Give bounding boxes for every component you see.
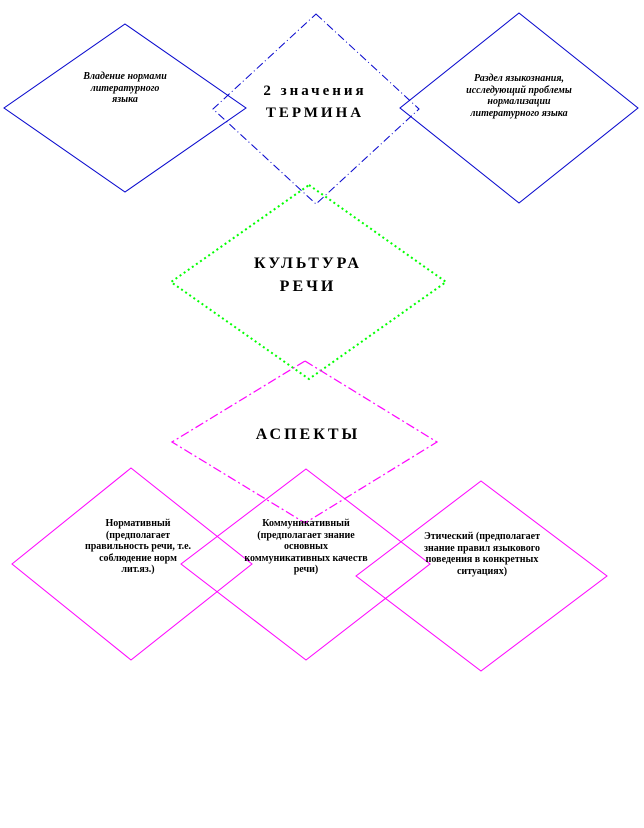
- linguistics-text: Раздел языкознания, исследующий проблемы…: [466, 73, 572, 119]
- norms-text: Владение нормами литературного языка: [83, 71, 167, 105]
- communicative-diamond: [180, 468, 431, 661]
- aspects-diamond: [170, 360, 439, 524]
- linguistics-diamond: [399, 12, 639, 204]
- ethical-diamond: [355, 480, 608, 672]
- communicative-text: Коммуникативный (предполагает знание осн…: [244, 518, 368, 575]
- speech-culture-line1: КУЛЬТУРА: [254, 255, 362, 272]
- terms-diamond: [212, 13, 420, 205]
- terms-title-line2: ТЕРМИНА: [265, 105, 365, 121]
- terms-title: 2 значения ТЕРМИНА: [230, 80, 400, 124]
- aspects-title: АСПЕКТЫ: [255, 426, 361, 443]
- normative-diamond: [11, 467, 253, 661]
- speech-culture-line2: РЕЧИ: [279, 278, 337, 295]
- speech-culture-title: КУЛЬТУРА РЕЧИ: [220, 252, 396, 298]
- norms-diamond: [3, 23, 247, 193]
- normative-text: Нормативный (предполагает правильность р…: [84, 518, 192, 575]
- terms-title-line1: 2 значения: [263, 83, 367, 99]
- speech-culture-diamond: [169, 183, 448, 381]
- ethical-text: Этический (предполагает знание правил яз…: [423, 531, 541, 577]
